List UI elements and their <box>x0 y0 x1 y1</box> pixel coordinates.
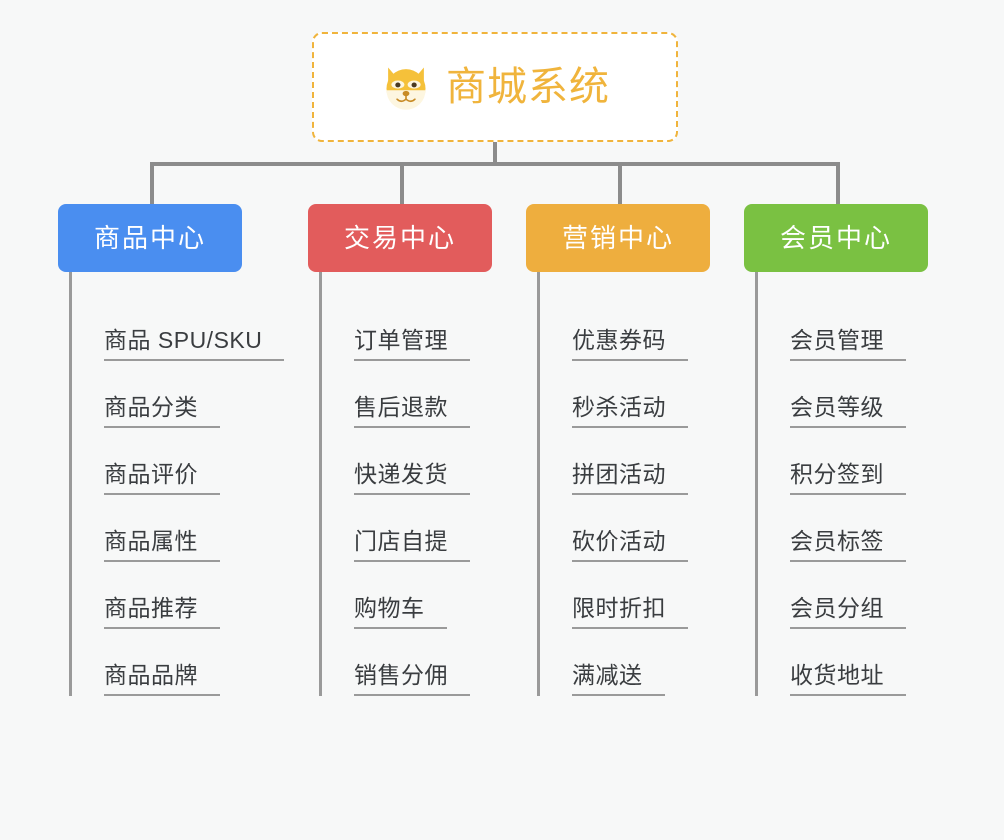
leaf-underline: 会员管理 <box>790 327 906 361</box>
leaf-label: 限时折扣 <box>572 594 666 621</box>
category-header-member-center[interactable]: 会员中心 <box>744 204 928 272</box>
leaf-label: 商品属性 <box>104 527 198 554</box>
leaf-list-product-center: 商品 SPU/SKU 商品分类 商品评价 商品属性 商品推荐 商品品牌 <box>69 272 285 696</box>
leaf-item[interactable]: 快递发货 <box>354 428 492 495</box>
leaf-label: 商品评价 <box>104 460 198 487</box>
root-node[interactable]: 商城系统 <box>312 32 678 142</box>
leaf-underline: 积分签到 <box>790 461 906 495</box>
leaf-underline: 门店自提 <box>354 528 470 562</box>
leaf-label: 会员标签 <box>790 527 884 554</box>
category-label: 会员中心 <box>779 223 892 253</box>
leaf-underline: 订单管理 <box>354 327 470 361</box>
connector-drop-4 <box>836 162 840 204</box>
leaf-label: 售后退款 <box>354 393 448 420</box>
column-product-center: 商品中心 商品 SPU/SKU 商品分类 商品评价 商品属性 商品推荐 商品品牌 <box>58 204 285 696</box>
leaf-underline: 收货地址 <box>790 662 906 696</box>
leaf-item[interactable]: 会员等级 <box>790 361 928 428</box>
leaf-underline: 限时折扣 <box>572 595 688 629</box>
leaf-item[interactable]: 砍价活动 <box>572 495 710 562</box>
leaf-underline: 秒杀活动 <box>572 394 688 428</box>
leaf-item[interactable]: 订单管理 <box>354 294 492 361</box>
leaf-underline: 会员分组 <box>790 595 906 629</box>
column-member-center: 会员中心 会员管理 会员等级 积分签到 会员标签 会员分组 收货地址 <box>744 204 928 696</box>
leaf-list-trade-center: 订单管理 售后退款 快递发货 门店自提 购物车 销售分佣 <box>319 272 492 696</box>
leaf-underline: 售后退款 <box>354 394 470 428</box>
leaf-underline: 快递发货 <box>354 461 470 495</box>
leaf-item[interactable]: 商品品牌 <box>104 629 242 696</box>
leaf-list-member-center: 会员管理 会员等级 积分签到 会员标签 会员分组 收货地址 <box>755 272 928 696</box>
leaf-label: 积分签到 <box>790 460 884 487</box>
leaf-underline: 商品推荐 <box>104 595 220 629</box>
leaf-item[interactable]: 商品分类 <box>104 361 242 428</box>
leaf-underline: 购物车 <box>354 595 447 629</box>
connector-drop-2 <box>400 162 404 204</box>
leaf-underline: 商品评价 <box>104 461 220 495</box>
leaf-item[interactable]: 销售分佣 <box>354 629 492 696</box>
leaf-underline: 会员标签 <box>790 528 906 562</box>
leaf-label: 商品推荐 <box>104 594 198 621</box>
leaf-underline: 优惠券码 <box>572 327 688 361</box>
connector-root-stem <box>493 142 497 164</box>
leaf-label: 快递发货 <box>354 460 448 487</box>
leaf-item[interactable]: 门店自提 <box>354 495 492 562</box>
leaf-label: 砍价活动 <box>572 527 666 554</box>
leaf-item[interactable]: 会员管理 <box>790 294 928 361</box>
leaf-label: 商品 SPU/SKU <box>104 326 263 353</box>
category-label: 商品中心 <box>93 223 206 253</box>
leaf-underline: 商品属性 <box>104 528 220 562</box>
leaf-item[interactable]: 积分签到 <box>790 428 928 495</box>
category-header-product-center[interactable]: 商品中心 <box>58 204 242 272</box>
category-header-marketing-center[interactable]: 营销中心 <box>526 204 710 272</box>
leaf-item[interactable]: 商品评价 <box>104 428 242 495</box>
leaf-label: 收货地址 <box>790 661 884 688</box>
leaf-underline: 砍价活动 <box>572 528 688 562</box>
leaf-underline: 拼团活动 <box>572 461 688 495</box>
category-header-trade-center[interactable]: 交易中心 <box>308 204 492 272</box>
leaf-underline: 商品分类 <box>104 394 220 428</box>
connector-horizontal-spine <box>150 162 840 166</box>
leaf-item[interactable]: 会员标签 <box>790 495 928 562</box>
leaf-list-marketing-center: 优惠券码 秒杀活动 拼团活动 砍价活动 限时折扣 满减送 <box>537 272 710 696</box>
leaf-item[interactable]: 优惠券码 <box>572 294 710 361</box>
leaf-label: 会员等级 <box>790 393 884 420</box>
leaf-item[interactable]: 商品属性 <box>104 495 242 562</box>
connector-drop-1 <box>150 162 154 204</box>
leaf-label: 门店自提 <box>354 527 448 554</box>
leaf-item[interactable]: 限时折扣 <box>572 562 710 629</box>
leaf-label: 优惠券码 <box>572 326 666 353</box>
leaf-label: 满减送 <box>572 661 643 688</box>
leaf-underline: 销售分佣 <box>354 662 470 696</box>
category-label: 营销中心 <box>561 223 674 253</box>
leaf-label: 购物车 <box>354 594 425 621</box>
leaf-label: 订单管理 <box>354 326 448 353</box>
leaf-label: 会员管理 <box>790 326 884 353</box>
leaf-item[interactable]: 购物车 <box>354 562 492 629</box>
leaf-label: 商品分类 <box>104 393 198 420</box>
leaf-item[interactable]: 秒杀活动 <box>572 361 710 428</box>
root-title: 商城系统 <box>446 65 610 109</box>
leaf-underline: 商品 SPU/SKU <box>104 326 285 361</box>
leaf-label: 销售分佣 <box>354 661 448 688</box>
column-trade-center: 交易中心 订单管理 售后退款 快递发货 门店自提 购物车 销售分佣 <box>308 204 492 696</box>
dog-face-icon <box>380 61 432 113</box>
leaf-item[interactable]: 售后退款 <box>354 361 492 428</box>
leaf-label: 商品品牌 <box>104 661 198 688</box>
leaf-item[interactable]: 收货地址 <box>790 629 928 696</box>
leaf-underline: 满减送 <box>572 662 665 696</box>
leaf-item[interactable]: 满减送 <box>572 629 710 696</box>
leaf-item[interactable]: 会员分组 <box>790 562 928 629</box>
leaf-label: 拼团活动 <box>572 460 666 487</box>
connector-drop-3 <box>618 162 622 204</box>
leaf-item[interactable]: 拼团活动 <box>572 428 710 495</box>
category-label: 交易中心 <box>343 223 456 253</box>
leaf-underline: 会员等级 <box>790 394 906 428</box>
leaf-label: 会员分组 <box>790 594 884 621</box>
leaf-item[interactable]: 商品 SPU/SKU <box>104 294 285 361</box>
leaf-item[interactable]: 商品推荐 <box>104 562 242 629</box>
leaf-underline: 商品品牌 <box>104 662 220 696</box>
leaf-label: 秒杀活动 <box>572 393 666 420</box>
column-marketing-center: 营销中心 优惠券码 秒杀活动 拼团活动 砍价活动 限时折扣 满减送 <box>526 204 710 696</box>
